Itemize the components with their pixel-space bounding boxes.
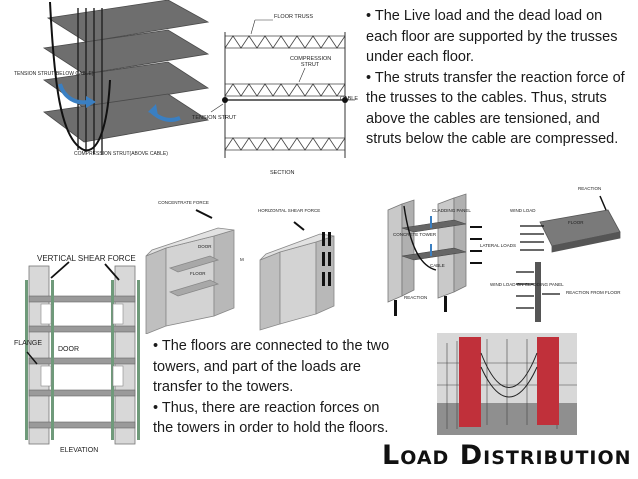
bottom-bullets: • The floors are connected to the two to… xyxy=(153,336,403,439)
truss-lower xyxy=(224,137,346,151)
flange-label: FLANGE xyxy=(14,340,43,347)
bullet-reaction-forces: • Thus, there are reaction forces on the… xyxy=(153,399,389,437)
red-tower-left xyxy=(459,337,481,427)
concrete-tower-label: CONCRETE TOWER xyxy=(393,232,437,237)
reaction-top-label: REACTION xyxy=(578,186,602,191)
reaction-arrows-left xyxy=(394,226,482,316)
green-shear-arrows xyxy=(25,280,140,440)
bullet-live-load: • The Live load and the dead load on eac… xyxy=(366,8,618,65)
reactions-diagram xyxy=(387,193,621,322)
vertical-struts xyxy=(224,32,346,158)
cable-node-left xyxy=(222,97,228,103)
flange-pointer xyxy=(26,351,38,365)
floor-3d-label: FLOOR xyxy=(190,271,206,276)
floor-slab xyxy=(42,93,210,143)
tower-right-3d xyxy=(259,233,335,331)
reaction-top-arrow xyxy=(599,195,607,211)
vertical-shear-force-label: VERTICAL SHEAR FORCE xyxy=(37,254,136,263)
concentrate-force-label: CONCENTRATE FORCE xyxy=(158,200,209,205)
section-label: SECTION xyxy=(270,170,295,176)
photo-cables xyxy=(480,352,538,388)
elevation-diagram xyxy=(25,261,140,445)
bullet-struts: • The struts transfer the reaction force… xyxy=(366,69,625,148)
cladding-panel-label: CLADDING PANEL xyxy=(432,208,471,213)
floors-cable-diagram xyxy=(42,0,210,155)
right-tower-wall xyxy=(114,265,136,445)
door-3d-label: DOOR xyxy=(198,244,212,249)
wind-load-cladding-label: WIND LOAD ON CLADDING PANEL xyxy=(490,282,564,287)
reaction-from-floor-label: REACTION FROM FLOOR xyxy=(566,290,621,295)
floor-truss-label: FLOOR TRUSS xyxy=(274,14,314,20)
top-bullets: • The Live load and the dead load on eac… xyxy=(366,6,636,150)
shear-arrows-3d xyxy=(322,232,331,286)
reaction-bottom-label: REACTION xyxy=(404,295,428,300)
horizontal-shear-label: HORIZONTAL SHEAR FORCE xyxy=(258,208,321,213)
concentrate-force-arrow xyxy=(195,209,213,219)
wind-arrows-floor xyxy=(520,225,544,251)
left-tower-wall xyxy=(28,265,50,445)
horizontal-shear-arrow xyxy=(293,221,305,231)
truss-middle xyxy=(224,83,346,97)
cable-node-right xyxy=(342,97,348,103)
cladding-panel xyxy=(516,262,560,322)
tower-3d-diagram xyxy=(145,209,335,334)
floor-slabs xyxy=(42,0,210,143)
compression-arrow-head xyxy=(148,104,158,116)
door-openings xyxy=(40,303,124,387)
m-3d-label: M xyxy=(240,257,244,262)
elevation-label: ELEVATION xyxy=(60,447,99,454)
door-label: DOOR xyxy=(58,346,79,353)
shear-pointer-left xyxy=(50,261,70,279)
elevation-floors xyxy=(28,295,136,429)
truss-section-diagram xyxy=(210,19,355,158)
tension-strut-label: TENSION STRUT(BELOW CABLE) xyxy=(14,71,94,77)
cable-path xyxy=(403,205,437,271)
truss-upper xyxy=(224,35,346,49)
blue-markers xyxy=(430,216,432,256)
floor-piece xyxy=(539,209,621,253)
bullet-floors-connected: • The floors are connected to the two to… xyxy=(153,338,390,395)
floor-slab xyxy=(46,0,210,43)
compression-strut-label: COMPRESSION STRUT(ABOVE CABLE) xyxy=(74,151,168,157)
compression-strut-section-label: COMPRESSION STRUT xyxy=(290,56,332,68)
tension-strut-section-label: TENSION STRUT xyxy=(192,115,237,121)
tension-arrow xyxy=(58,83,89,105)
tower-left-3d xyxy=(145,227,235,334)
cable-label: CABLE xyxy=(340,96,359,102)
construction-photo xyxy=(437,333,577,435)
shear-pointer-right xyxy=(104,263,120,281)
wind-load-label: WIND LOAD xyxy=(510,208,536,213)
floor-slab xyxy=(42,29,210,75)
cable-reaction-label: CABLE xyxy=(430,263,445,268)
floor-reaction-label: FLOOR xyxy=(568,220,584,225)
lateral-loads-label: LATERAL LOADS xyxy=(480,243,517,248)
cable-curve xyxy=(49,1,111,152)
tension-arrow-head xyxy=(86,96,96,108)
red-tower-right xyxy=(537,337,559,425)
slide-title: Load Distribution xyxy=(382,440,632,471)
floor-slabs-reaction xyxy=(401,219,467,261)
